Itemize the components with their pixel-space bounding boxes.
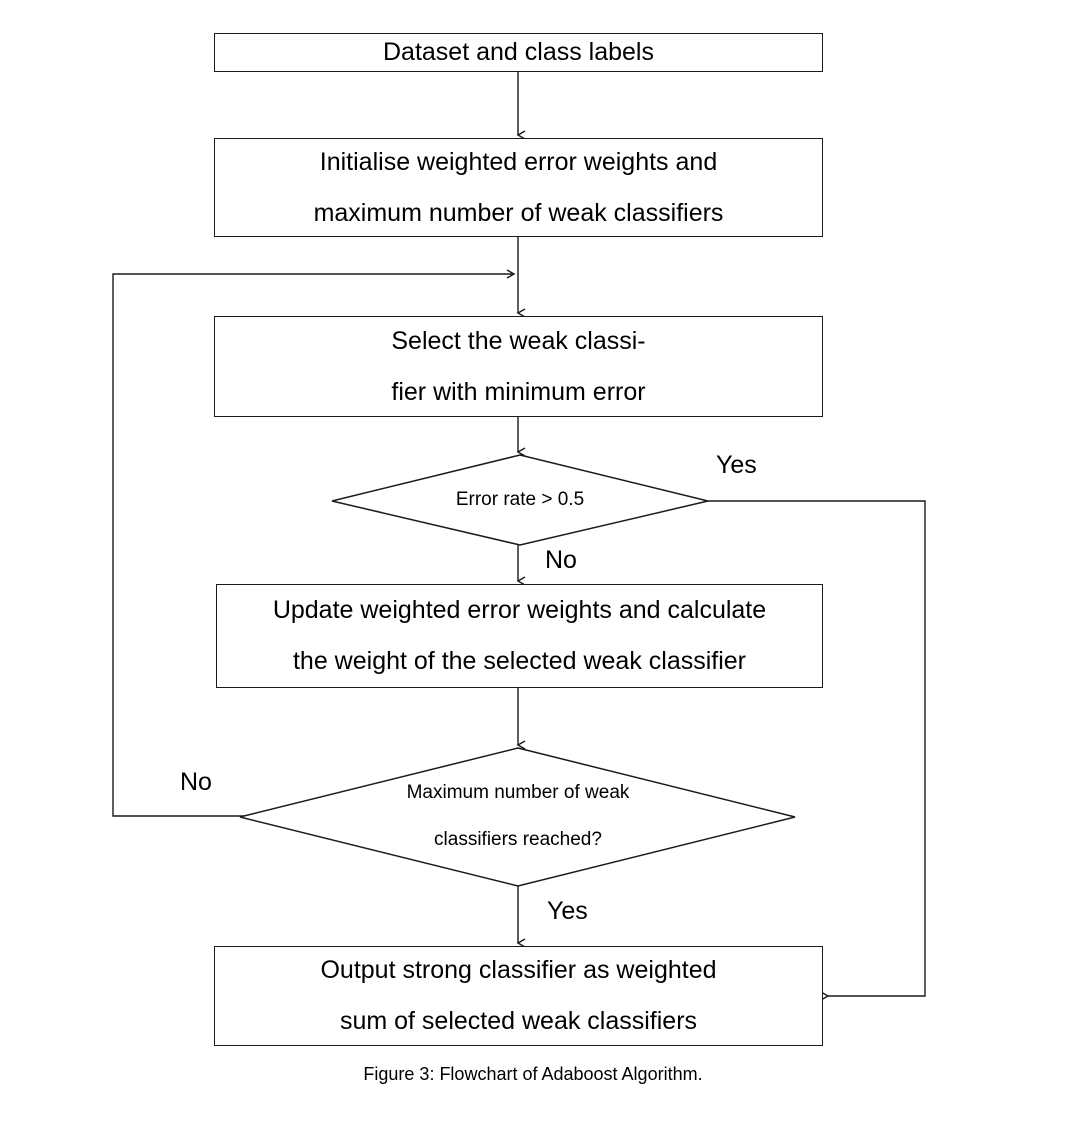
node-select-weak-classifier-line-2: fier with minimum error <box>391 377 646 406</box>
node-output-strong-classifier[interactable]: Output strong classifier as weighted sum… <box>214 946 823 1046</box>
node-update-weights[interactable]: Update weighted error weights and calcul… <box>216 584 823 688</box>
edge-loopback-no <box>112 269 516 817</box>
node-select-weak-classifier-line-1: Select the weak classi- <box>391 326 646 355</box>
node-dataset-and-class-labels-line-1: Dataset and class labels <box>383 38 654 66</box>
edge-error-yes-to-output <box>708 500 926 1001</box>
figure-caption: Figure 3: Flowchart of Adaboost Algorith… <box>363 1064 703 1084</box>
node-initialise-weights[interactable]: Initialise weighted error weights and ma… <box>214 138 823 237</box>
node-update-weights-line-2: the weight of the selected weak classifi… <box>292 647 746 675</box>
node-select-weak-classifier[interactable]: Select the weak classi- fier with minimu… <box>214 316 823 417</box>
edge-label-error-rate-yes: Yes <box>716 451 757 479</box>
node-dataset-and-class-labels[interactable]: Dataset and class labels <box>214 33 823 72</box>
edge-label-max-classifiers-yes: Yes <box>547 897 588 925</box>
edge-label-error-rate-no: No <box>545 546 577 574</box>
node-output-strong-classifier-line-2: sum of selected weak classifiers <box>339 1007 698 1035</box>
node-output-strong-classifier-line-1: Output strong classifier as weighted <box>320 956 717 984</box>
edge-label-max-classifiers-no: No <box>180 768 212 796</box>
decision-shape-error-rate <box>331 454 709 546</box>
node-initialise-weights-line-1: Initialise weighted error weights and <box>319 147 718 176</box>
node-update-weights-line-1: Update weighted error weights and calcul… <box>272 596 767 624</box>
node-initialise-weights-line-2: maximum number of weak classifiers <box>313 198 724 227</box>
decision-shape-max-classifiers <box>239 747 796 887</box>
